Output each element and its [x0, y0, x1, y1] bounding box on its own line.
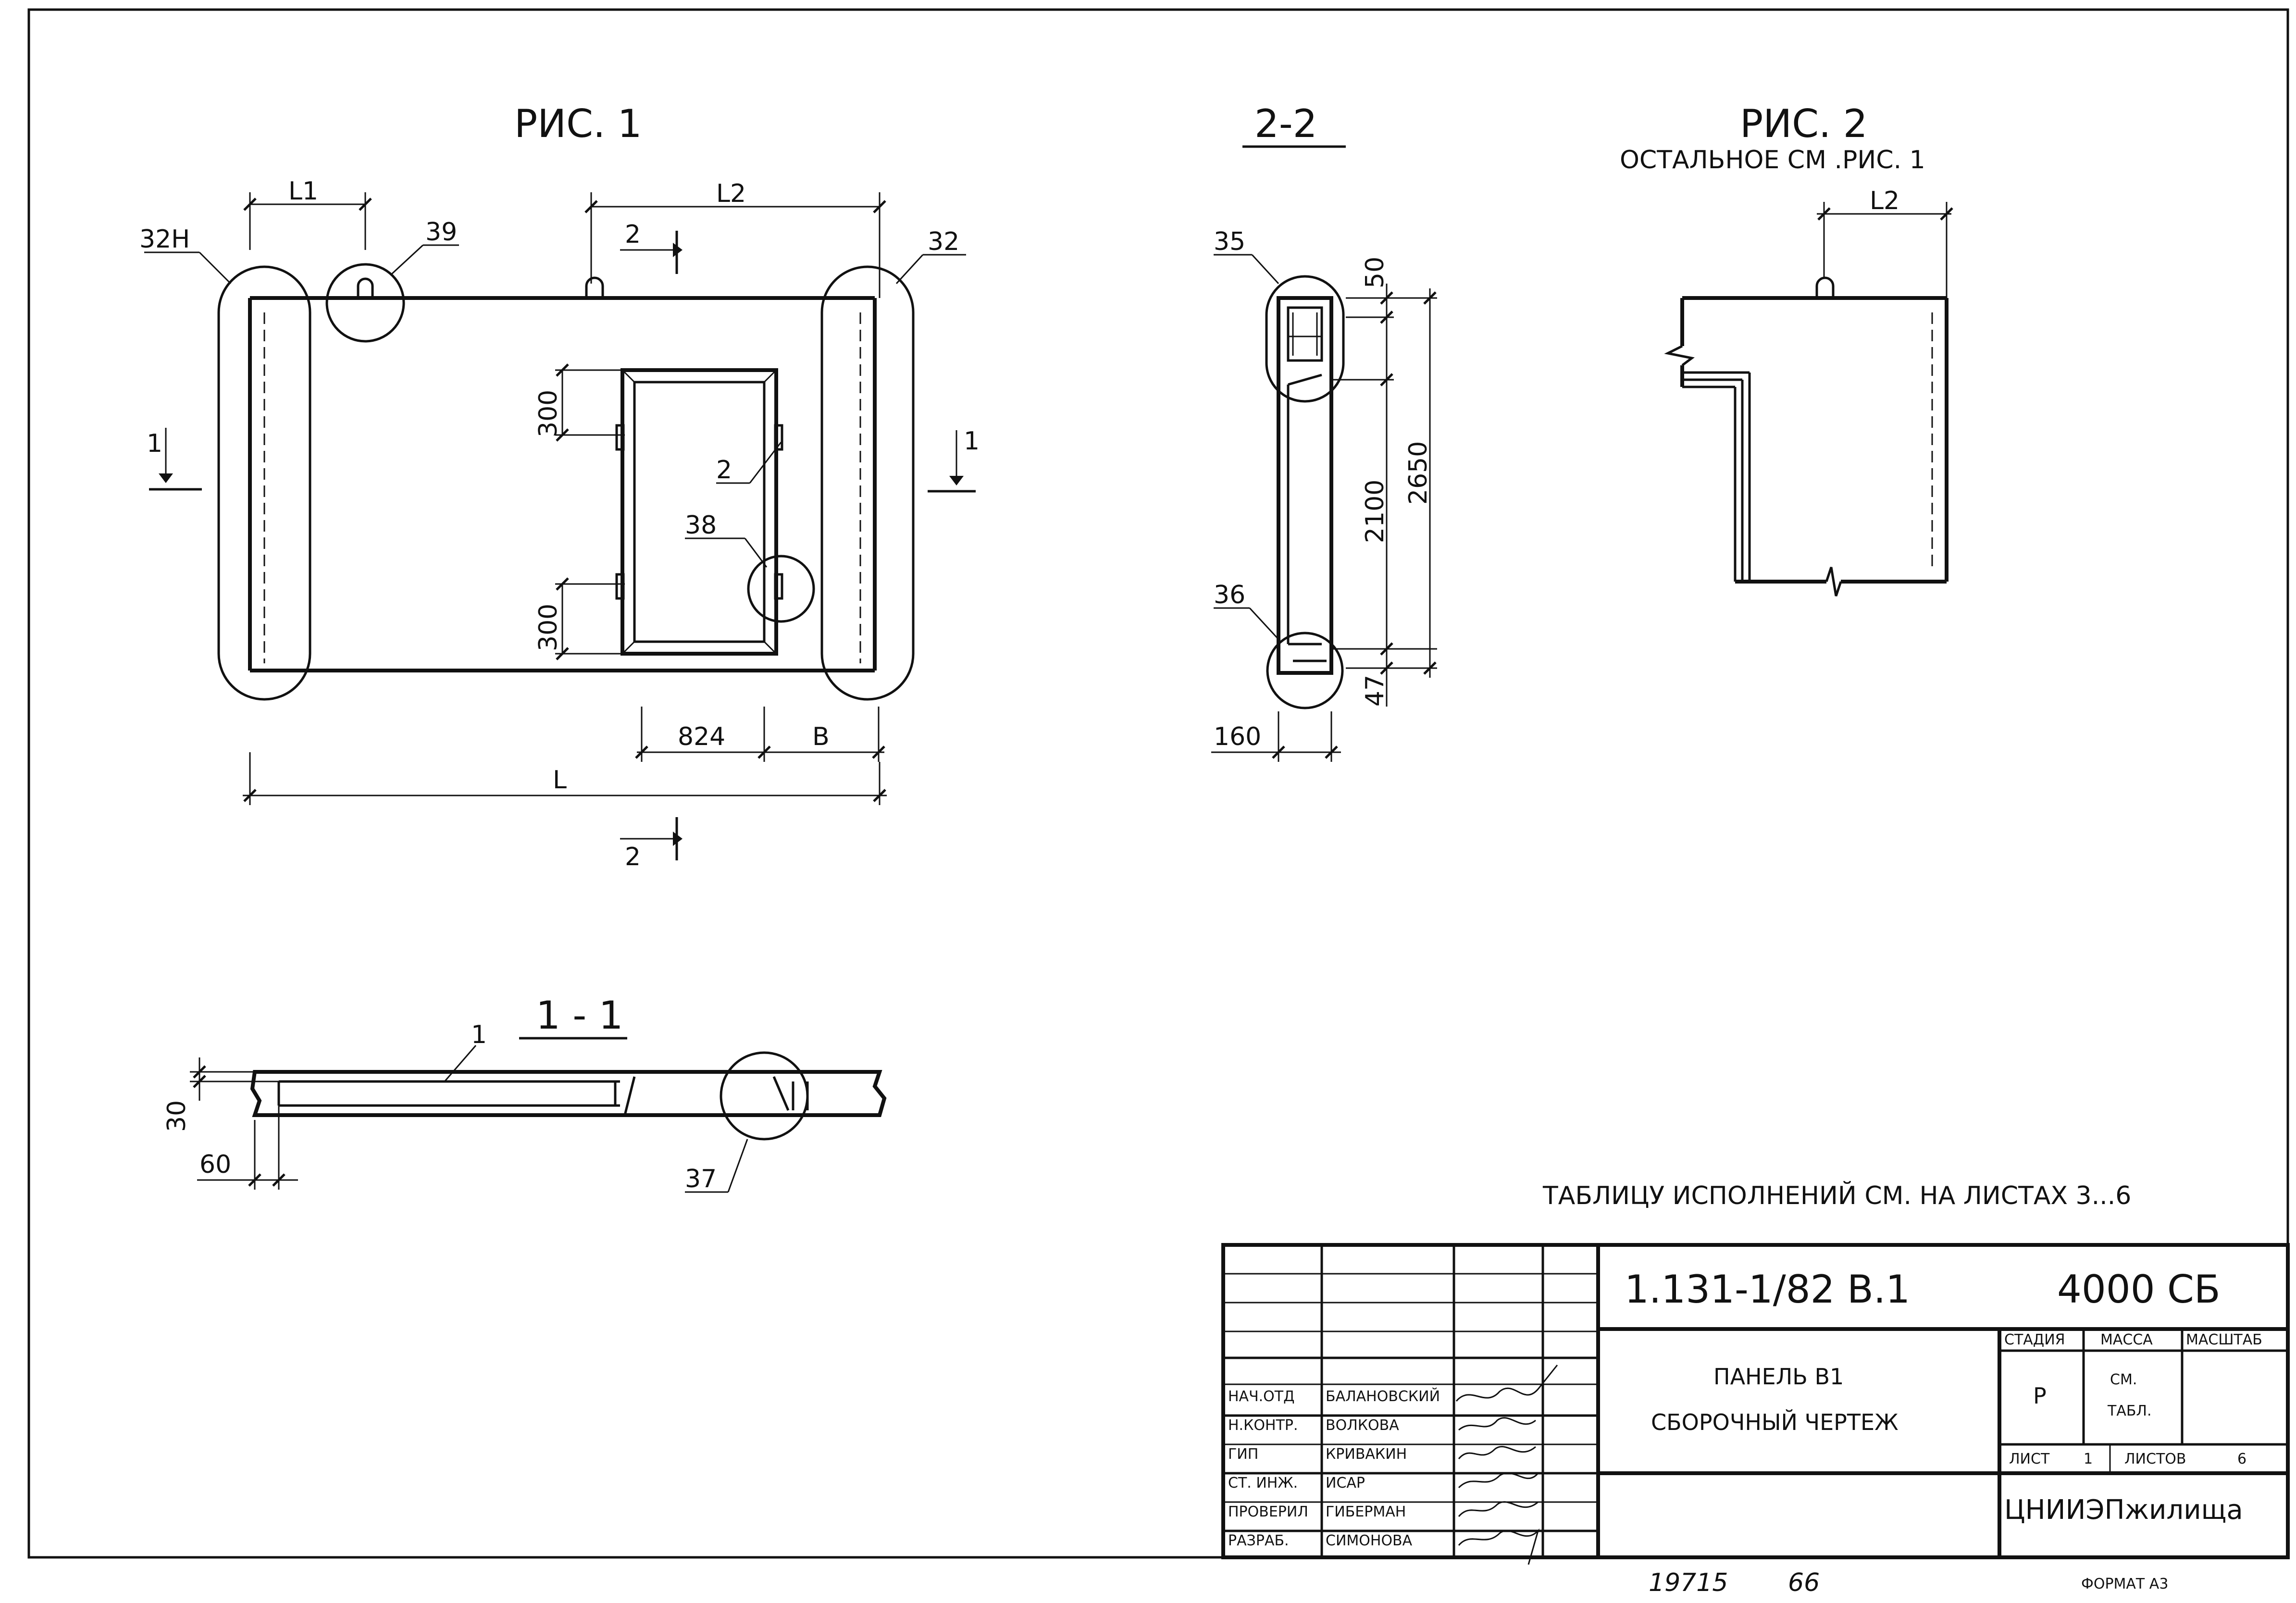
section-mark-1-right: 1: [928, 427, 980, 493]
svg-text:B: B: [812, 722, 830, 751]
callout-37: 37: [685, 1165, 717, 1193]
section-2-2-body: [1277, 296, 1333, 675]
doc-code: 1.131-1/82 В.1: [1625, 1267, 1910, 1312]
svg-text:2: 2: [625, 220, 641, 249]
section-2-2-view: 2-2 35 36: [1211, 101, 1437, 762]
section-2-2-detail-35: [1265, 275, 1345, 403]
svg-text:2650: 2650: [1404, 441, 1433, 505]
section-2-2-detail-36: [1266, 632, 1344, 709]
mass-value-2: ТАБЛ.: [2107, 1403, 2152, 1419]
section-1-1-body: [250, 1070, 887, 1117]
execution-table-note: ТАБЛИЦУ ИСПОЛНЕНИЙ СМ. НА ЛИСТАХ 3...6: [1542, 1181, 2131, 1210]
staff-role-2: ГИП: [1228, 1446, 1258, 1463]
staff-name-5: СИМОНОВА: [1326, 1532, 1413, 1549]
staff-name-3: ИСАР: [1326, 1475, 1365, 1491]
svg-text:2: 2: [625, 843, 641, 871]
callout-1: 1: [471, 1020, 487, 1049]
svg-text:47: 47: [1361, 675, 1390, 707]
svg-text:160: 160: [1214, 722, 1261, 751]
sheet-frame: [27, 8, 2289, 1559]
dim-300-bottom: 300: [534, 577, 625, 660]
dim-1-1-60: 60: [197, 1106, 298, 1190]
section-mark-2-bottom: 2: [620, 817, 683, 871]
panel-name: ПАНЕЛЬ В1: [1713, 1364, 1844, 1390]
section-mark-1-left: 1: [147, 428, 202, 491]
fig1-detail-32-outline: [820, 265, 915, 701]
fig2-title: РИС. 2: [1740, 101, 1868, 146]
dim-824-B: 824 B: [635, 707, 885, 762]
fig1-opening: [615, 368, 783, 656]
dim-1-1-30: 30: [162, 1057, 279, 1132]
svg-text:824: 824: [678, 722, 725, 751]
staff-role-3: СТ. ИНЖ.: [1228, 1475, 1298, 1491]
dim-300-top: 300: [534, 363, 625, 442]
sheets-total: 6: [2237, 1451, 2246, 1467]
callout-36: 36: [1214, 581, 1245, 609]
svg-text:1: 1: [964, 427, 980, 456]
inventory-number: 19715: [1649, 1568, 1728, 1597]
title-block: НАЧ.ОТД БАЛАНОВСКИЙ Н.КОНТР. ВОЛКОВА ГИП…: [1221, 1243, 2290, 1565]
callout-35: 35: [1214, 227, 1245, 256]
staff-name-0: БАЛАНОВСКИЙ: [1326, 1388, 1440, 1405]
svg-text:L2: L2: [716, 179, 746, 208]
svg-text:1: 1: [147, 429, 162, 458]
doc-suffix: 4000 СБ: [2057, 1267, 2221, 1312]
section-mark-2-top: 2: [620, 220, 683, 274]
fig2-panel-fragment: [1664, 276, 1948, 596]
svg-text:L1: L1: [288, 177, 318, 206]
drawing-type: СБОРОЧНЫЙ ЧЕРТЕЖ: [1651, 1409, 1899, 1435]
sheet-number: 1: [2084, 1451, 2093, 1467]
callout-38: 38: [685, 511, 717, 540]
section-1-1-view: 1 - 1 1 37 30: [162, 993, 887, 1193]
dim-2-2-vertical: 50 2100 2650 47: [1331, 257, 1437, 707]
callout-39: 39: [425, 218, 457, 247]
staff-name-2: КРИВАКИН: [1326, 1446, 1407, 1463]
fig1-detail-32h-outline: [217, 265, 311, 701]
col-mass: МАССА: [2100, 1331, 2153, 1348]
svg-text:2100: 2100: [1361, 480, 1390, 543]
fig2-view: РИС. 2 ОСТАЛЬНОЕ СМ .РИС. 1: [1620, 101, 1953, 596]
fig2-subtitle: ОСТАЛЬНОЕ СМ .РИС. 1: [1620, 146, 1925, 174]
organization: ЦНИИЭПжилища: [2004, 1494, 2243, 1526]
inventory-sheet: 66: [1788, 1568, 1820, 1597]
callout-32: 32: [928, 227, 959, 256]
section-2-2-title: 2-2: [1254, 101, 1317, 146]
svg-text:30: 30: [162, 1100, 191, 1132]
staff-name-1: ВОЛКОВА: [1326, 1417, 1399, 1434]
fig1-title: РИС. 1: [514, 101, 642, 146]
svg-text:50: 50: [1361, 257, 1390, 288]
stage-value: Р: [2033, 1383, 2047, 1409]
svg-text:L: L: [553, 766, 567, 795]
dim-L1: L1: [243, 177, 372, 250]
fig1-view: РИС. 1: [139, 101, 980, 871]
col-stage: СТАДИЯ: [2004, 1331, 2065, 1348]
mass-value-1: СМ.: [2110, 1371, 2137, 1388]
section-1-1-title: 1 - 1: [536, 993, 623, 1038]
staff-role-1: Н.КОНТР.: [1228, 1417, 1298, 1434]
staff-role-0: НАЧ.ОТД: [1228, 1388, 1295, 1405]
staff-name-4: ГИБЕРМАН: [1326, 1504, 1406, 1520]
staff-role-4: ПРОВЕРИЛ: [1228, 1504, 1308, 1520]
dim-L: L: [243, 752, 887, 805]
callout-2: 2: [716, 456, 732, 485]
svg-text:L2: L2: [1870, 186, 1899, 215]
svg-text:300: 300: [534, 604, 563, 651]
callout-32h: 32Н: [139, 225, 190, 254]
signatures: [1455, 1365, 1558, 1565]
fig1-detail-38-circle: [747, 555, 815, 623]
staff-role-5: РАЗРАБ.: [1228, 1532, 1289, 1549]
fig1-panel-outline: [248, 276, 877, 672]
dim-2-2-160: 160: [1211, 711, 1341, 762]
section-1-1-detail-37: [720, 1051, 809, 1141]
dim-L2: L2: [584, 179, 886, 298]
fig1-detail-39-circle: [325, 263, 405, 343]
sheet-format: ФОРМАТ А3: [2081, 1576, 2168, 1592]
svg-text:300: 300: [534, 390, 563, 437]
sheets-label: ЛИСТОВ: [2124, 1451, 2186, 1467]
dim-fig2-L2: L2: [1817, 186, 1953, 298]
col-scale: МАСШТАБ: [2186, 1331, 2262, 1348]
sheet-label: ЛИСТ: [2009, 1451, 2050, 1467]
svg-text:60: 60: [199, 1150, 231, 1179]
